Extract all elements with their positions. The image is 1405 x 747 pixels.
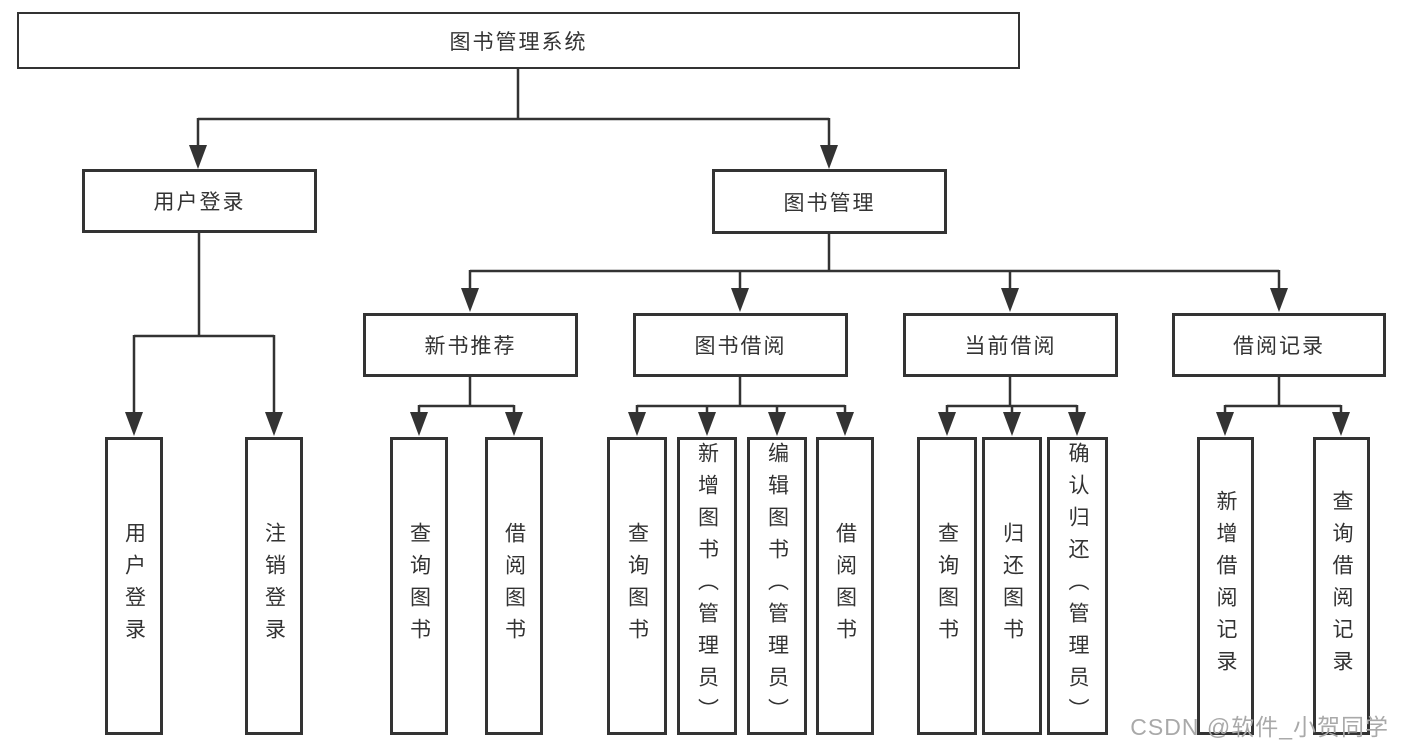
leaf-bb-borrow-books: 借阅图书 bbox=[816, 437, 874, 735]
leaf-cb-confirm-return-admin: 确认归还（管理员） bbox=[1047, 437, 1108, 735]
leaf-cb-query-books: 查询图书 bbox=[917, 437, 977, 735]
leaf-cb-query-books-label: 查询图书 bbox=[935, 522, 959, 650]
leaf-br-query-record-label: 查询借阅记录 bbox=[1330, 490, 1353, 682]
leaf-bb-add-books-admin: 新增图书（管理员） bbox=[677, 437, 737, 735]
leaf-bb-query-books: 查询图书 bbox=[607, 437, 667, 735]
leaf-rec-borrow-books-label: 借阅图书 bbox=[502, 522, 526, 650]
node-book-borrowing: 图书借阅 bbox=[633, 313, 848, 377]
leaf-bb-add-books-admin-label: 新增图书（管理员） bbox=[695, 442, 719, 730]
leaf-bb-query-books-label: 查询图书 bbox=[625, 522, 649, 650]
node-borrowing-records: 借阅记录 bbox=[1172, 313, 1386, 377]
leaf-bb-edit-books-admin-label: 编辑图书（管理员） bbox=[765, 442, 789, 730]
leaf-logout-login-label: 注销登录 bbox=[262, 522, 286, 650]
leaf-user-login-label: 用户登录 bbox=[122, 522, 146, 650]
leaf-cb-return-books: 归还图书 bbox=[982, 437, 1042, 735]
node-new-book-recommendation: 新书推荐 bbox=[363, 313, 578, 377]
leaf-bb-edit-books-admin: 编辑图书（管理员） bbox=[747, 437, 807, 735]
leaf-rec-query-books: 查询图书 bbox=[390, 437, 448, 735]
leaf-rec-borrow-books: 借阅图书 bbox=[485, 437, 543, 735]
leaf-cb-confirm-return-admin-label: 确认归还（管理员） bbox=[1066, 442, 1089, 730]
leaf-logout-login: 注销登录 bbox=[245, 437, 303, 735]
leaf-bb-borrow-books-label: 借阅图书 bbox=[833, 522, 857, 650]
leaf-user-login: 用户登录 bbox=[105, 437, 163, 735]
node-current-borrowing: 当前借阅 bbox=[903, 313, 1118, 377]
node-user-login: 用户登录 bbox=[82, 169, 317, 233]
node-library-system: 图书管理系统 bbox=[17, 12, 1020, 69]
leaf-br-add-record: 新增借阅记录 bbox=[1197, 437, 1254, 735]
leaf-br-query-record: 查询借阅记录 bbox=[1313, 437, 1370, 735]
csdn-watermark: CSDN @软件_小贺同学 bbox=[1130, 714, 1389, 740]
leaf-br-add-record-label: 新增借阅记录 bbox=[1214, 490, 1237, 682]
leaf-cb-return-books-label: 归还图书 bbox=[1000, 522, 1024, 650]
node-book-management: 图书管理 bbox=[712, 169, 947, 234]
leaf-rec-query-books-label: 查询图书 bbox=[407, 522, 431, 650]
